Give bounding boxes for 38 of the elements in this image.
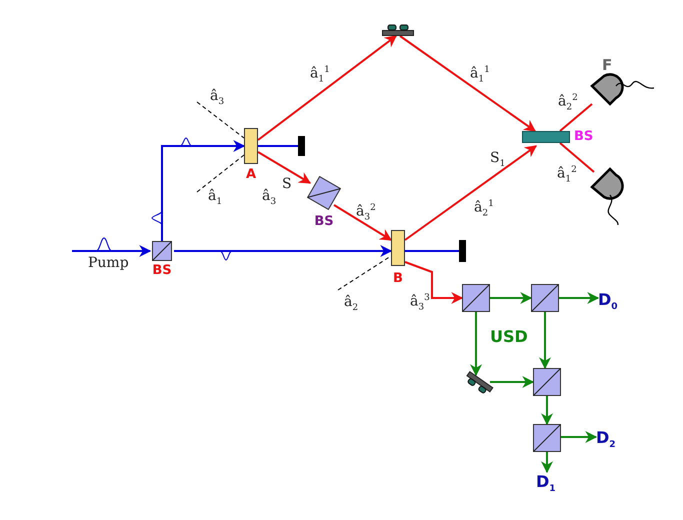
light-beam [470, 312, 482, 376]
light-beam [257, 35, 397, 141]
light-beam [257, 151, 312, 184]
light-beam [333, 204, 392, 241]
light-beam [258, 145, 298, 147]
region-label: S [282, 176, 292, 192]
light-beam [405, 250, 459, 252]
detector-label: D$_{0}$ [598, 290, 630, 310]
light-beam [490, 292, 532, 304]
mode-label: â$_{1}$ [208, 188, 222, 209]
light-beam [541, 396, 553, 426]
light-beam [559, 292, 600, 304]
light-beam [404, 145, 537, 241]
light-beam [161, 140, 246, 241]
light-beam [490, 376, 534, 388]
light-beam [174, 245, 392, 257]
component-label: BS [151, 264, 173, 278]
mode-label: â$_{3}$ [262, 188, 276, 209]
component-label: F [602, 58, 612, 72]
light-beam [539, 312, 551, 370]
detector-label: D$_{2}$ [596, 428, 628, 448]
mode-label: â$_{2}$ [344, 294, 358, 315]
region-label: S$_{1}$ [490, 150, 506, 171]
light-beam [561, 431, 598, 443]
component-label: A [244, 168, 258, 182]
light-beam [72, 245, 152, 257]
light-beam [559, 103, 593, 132]
component-label: B [392, 272, 404, 286]
region-label: USD [490, 330, 528, 344]
light-beam [399, 35, 536, 132]
component-label: BS [313, 215, 335, 229]
input-label: Pump [88, 255, 129, 271]
detector-label: D$_{1}$ [536, 472, 568, 492]
component-label: BS [574, 130, 594, 144]
light-beam [559, 142, 595, 173]
light-beam [541, 452, 553, 474]
mode-label: â$_{3}$ [210, 88, 224, 109]
light-beam [404, 261, 464, 304]
